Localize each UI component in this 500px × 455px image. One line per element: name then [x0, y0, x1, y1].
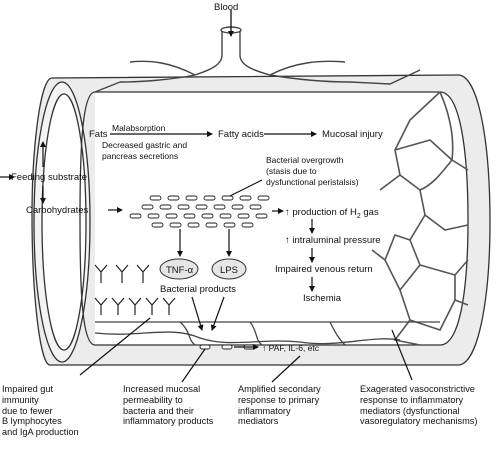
caption-line: inflammatory products	[123, 416, 214, 427]
caption-line: and IgA production	[2, 427, 79, 438]
caption-exaggerated-vasoconstrictive: Exagerated vasoconstrictive response to …	[360, 384, 477, 427]
decreased-secretions-line1: Decreased gastric and	[102, 140, 187, 150]
caption-line: due to fewer	[2, 405, 53, 416]
vessel-network	[371, 91, 469, 346]
mediators-label: ↑ PAF, IL-6, etc	[262, 343, 320, 353]
flow-arrows	[0, 131, 413, 383]
caption-line: vasoregulatory mechanisms)	[360, 416, 478, 427]
tnf-label: TNF-α	[166, 265, 194, 276]
caption-line: Amplified secondary	[238, 384, 321, 394]
bacteria-rods	[129, 195, 270, 350]
caption-line: Impaired gut	[2, 384, 54, 394]
caption-line: response to primary	[238, 394, 320, 405]
caption-line: Exagerated vasoconstrictive	[360, 384, 475, 394]
intestine-tube	[31, 74, 491, 366]
mucosa-band	[94, 321, 440, 346]
caption-line: bacteria and their	[123, 405, 194, 416]
caption-impaired-gut-immunity: Impaired gut immunity due to fewer B lym…	[2, 384, 79, 438]
antibody-icons	[94, 264, 176, 315]
bacterial-products-label: Bacterial products	[160, 284, 236, 295]
lps-oval	[211, 258, 247, 280]
ischemia-label: Ischemia	[303, 293, 342, 304]
caption-line: mediators (dysfunctional	[360, 405, 460, 416]
caption-increased-permeability: Increased mucosal permeability to bacter…	[123, 384, 213, 427]
lps-label: LPS	[220, 265, 238, 276]
bacterial-overgrowth-line3: dysfunctional peristalsis)	[266, 177, 359, 187]
carbohydrates-label: Carbohydrates	[26, 205, 89, 216]
intraluminal-pressure-label: ↑ intraluminal pressure	[285, 235, 381, 246]
caption-amplified-response: Amplified secondary response to primary …	[238, 384, 321, 427]
caption-line: inflammatory	[238, 405, 291, 416]
blood-vessel	[94, 26, 421, 93]
bacterial-overgrowth-line2: (stasis due to	[266, 166, 317, 176]
tnf-oval	[159, 258, 199, 280]
caption-line: Increased mucosal	[123, 384, 201, 394]
malabsorption-label: Malabsorption	[112, 123, 166, 133]
fatty-acids-label: Fatty acids	[218, 129, 264, 140]
caption-line: response to inflammatory	[360, 394, 464, 405]
caption-line: B lymphocytes	[2, 416, 62, 427]
fats-label: Fats	[89, 129, 108, 140]
mucosal-injury-label: Mucosal injury	[322, 129, 383, 140]
caption-line: mediators	[238, 416, 279, 427]
caption-line: immunity	[2, 394, 39, 405]
impaired-venous-return-label: Impaired venous return	[275, 264, 373, 275]
caption-line: permeability to	[123, 394, 183, 405]
feeding-substrate-label: Feeding substrate	[11, 172, 87, 183]
decreased-secretions-line2: pancreas secretions	[102, 151, 178, 161]
h2-production-label: ↑ production of H2 gas	[285, 207, 379, 220]
bacterial-overgrowth-line1: Bacterial overgrowth	[266, 155, 344, 165]
blood-label: Blood	[214, 2, 238, 13]
